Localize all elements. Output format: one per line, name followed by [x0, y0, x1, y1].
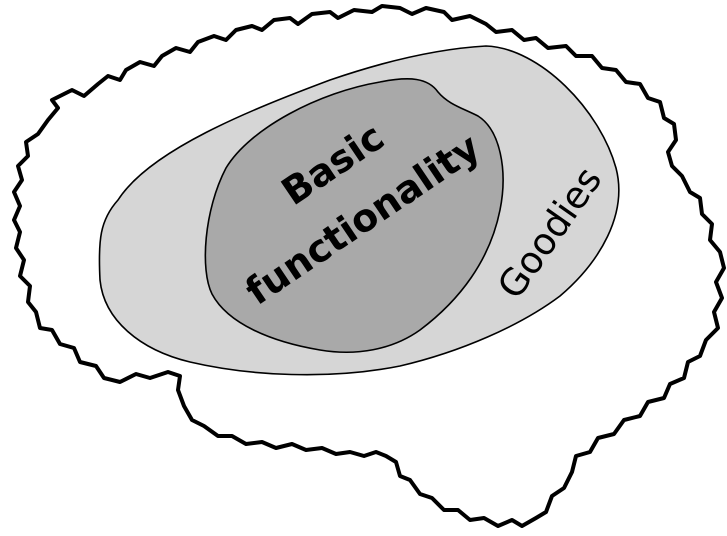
basic-functionality-region: [204, 78, 504, 353]
